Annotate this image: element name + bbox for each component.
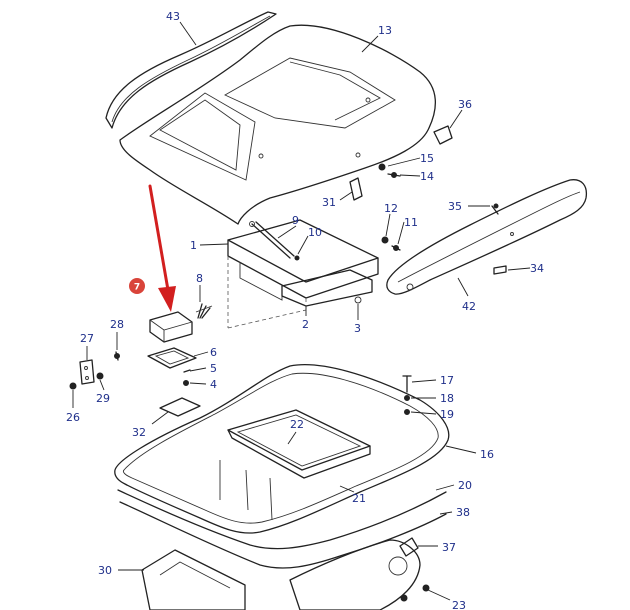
part-29-spacer [96,372,104,380]
label-10: 10 [308,226,322,239]
label-1: 1 [190,239,197,252]
lower-housing [289,539,421,610]
part-16-main-frame [114,364,450,534]
label-22: 22 [290,418,304,431]
label-20: 20 [458,479,472,492]
part-18-washer [404,395,410,401]
label-16: 16 [480,448,494,461]
label-35: 35 [448,200,462,213]
part-35-pin [491,203,499,215]
part-21-seal [219,460,273,521]
label-18: 18 [440,392,454,405]
label-27: 27 [80,332,94,345]
part-20-lower-frame [117,489,447,550]
part-labels: 43 13 36 15 14 31 12 11 35 9 10 1 8 34 4… [66,10,544,610]
part-17-bolt [402,375,412,393]
label-11: 11 [404,216,418,229]
part-5-screw [183,369,191,373]
label-30: 30 [98,564,112,577]
label-38: 38 [456,506,470,519]
label-31: 31 [322,196,336,209]
label-19: 19 [440,408,454,421]
label-3: 3 [354,322,361,335]
part-13-roof-panel [119,24,437,225]
highlight-badge-text: 7 [134,283,140,293]
label-21: 21 [352,492,366,505]
part-2-hatch-base [281,269,373,307]
part-10-pin [294,255,300,261]
label-4: 4 [210,378,217,391]
label-14: 14 [420,170,434,183]
highlight-badge: 7 [129,278,145,294]
label-37: 37 [442,541,456,554]
label-5: 5 [210,362,217,375]
part-43-trim-strip [105,11,277,129]
label-23: 23 [452,599,466,610]
part-23-screw [400,584,430,602]
part-7-latch-bracket [149,311,193,343]
label-26: 26 [66,411,80,424]
part-31-block [349,177,363,201]
highlight-arrow [148,184,176,312]
part-1-hatch-frame [227,219,379,301]
part-26-washer [69,382,77,390]
label-28: 28 [110,318,124,331]
part-34-clip [493,265,507,275]
label-2: 2 [302,318,309,331]
label-43: 43 [166,10,180,23]
label-32: 32 [132,426,146,439]
part-27-plate [79,359,95,385]
part-14-screw [387,172,401,178]
label-29: 29 [96,392,110,405]
part-8-spring [195,303,213,319]
part-12-washer [381,236,389,244]
part-9-gas-strut [249,221,295,259]
part-6-bezel [147,347,197,369]
label-8: 8 [196,272,203,285]
part-22-hatch-inner-frame [227,409,371,479]
label-9: 9 [292,214,299,227]
part-11-screw [391,245,401,251]
part-30-lower-panel [141,549,246,610]
label-42: 42 [462,300,476,313]
label-6: 6 [210,346,217,359]
part-37-tag [399,537,419,557]
leader-lines [72,21,531,601]
part-3-nut [354,296,362,304]
part-42-side-rail [386,179,588,295]
label-15: 15 [420,152,434,165]
part-15-washer [378,163,386,171]
part-4-washer [183,380,189,386]
label-17: 17 [440,374,454,387]
part-36-tag [433,125,453,145]
part-38-lower-trim [119,501,447,569]
part-19-nut [404,409,410,415]
part-32-pad [159,397,201,417]
part-28-screw [114,351,120,361]
label-34: 34 [530,262,544,275]
label-36: 36 [458,98,472,111]
label-13: 13 [378,24,392,37]
label-12: 12 [384,202,398,215]
